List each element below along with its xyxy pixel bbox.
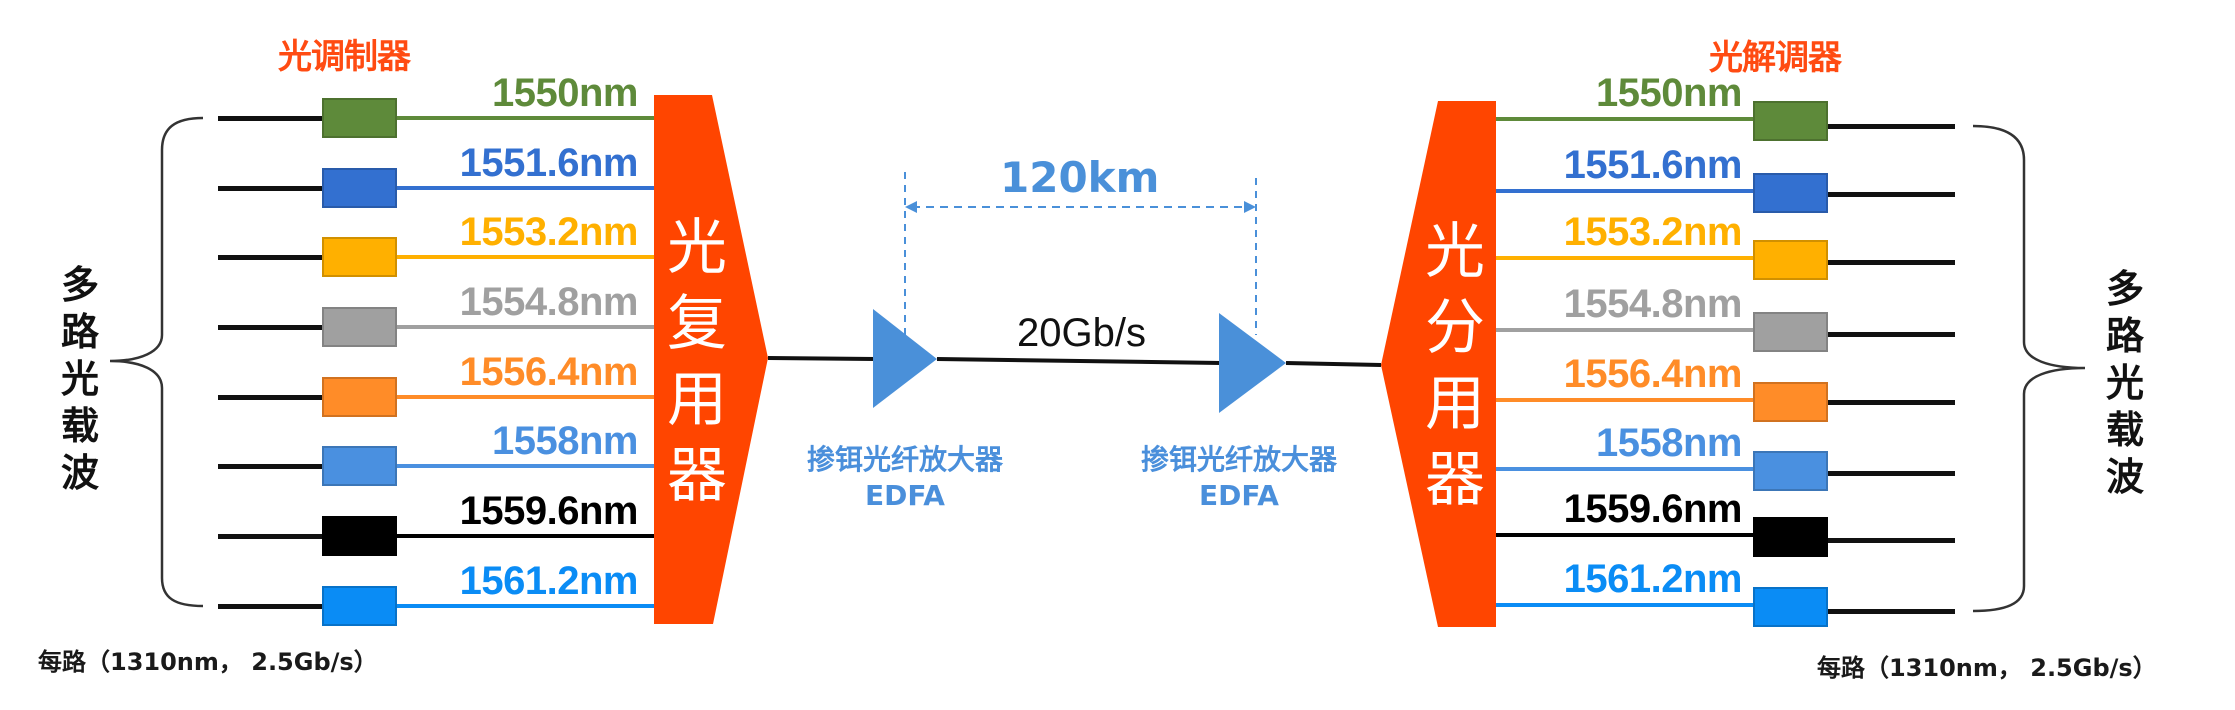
wavelength-label: 1550nm <box>1596 71 1742 115</box>
edfa-2-abbr: EDFA <box>1199 479 1279 512</box>
modulator-label: 光调制器 <box>278 37 411 77</box>
channel-fiber <box>397 534 654 538</box>
edfa-1-abbr: EDFA <box>865 479 945 512</box>
left-carrier-label: 多 路 光 载 波 <box>60 263 99 495</box>
demodulator-label: 光解调器 <box>1709 38 1842 78</box>
channel-fiber <box>397 325 654 329</box>
channel-fiber <box>397 116 654 120</box>
output-fiber <box>1828 471 1955 476</box>
demodulator-box <box>1753 240 1828 280</box>
channel-fiber <box>397 255 654 259</box>
demodulator-box <box>1753 382 1828 422</box>
span-distance-label: 120km <box>1000 153 1160 202</box>
wavelength-label: 1554.8nm <box>459 280 639 324</box>
wavelength-label: 1556.4nm <box>459 350 639 394</box>
edfa-1-triangle-icon <box>873 309 937 408</box>
wavelength-label: 1553.2nm <box>459 210 639 254</box>
wavelength-label: 1559.6nm <box>459 489 639 533</box>
input-fiber <box>218 186 322 191</box>
output-fiber <box>1828 538 1955 543</box>
wavelength-label: 1556.4nm <box>1563 352 1743 396</box>
demodulator-box <box>1753 312 1828 352</box>
channel-fiber <box>397 604 654 608</box>
right-footer-note: 每路（1310nm， 2.5Gb/s） <box>1817 654 2157 682</box>
demodulator-box <box>1753 587 1828 627</box>
output-fiber <box>1828 609 1955 614</box>
channel-fiber <box>1496 189 1753 193</box>
demodulator-box <box>1753 451 1828 491</box>
channel-fiber <box>1496 117 1753 121</box>
modulator-box <box>322 516 397 556</box>
right-brace <box>1972 124 2086 613</box>
output-fiber <box>1828 192 1955 197</box>
dimension-arrow-left-icon <box>905 201 917 213</box>
input-fiber <box>218 534 322 539</box>
multiplexer-label: 光 复 用 器 <box>667 213 727 511</box>
wavelength-label: 1561.2nm <box>1563 557 1743 601</box>
channel-fiber <box>1496 467 1753 471</box>
output-fiber <box>1828 124 1955 129</box>
input-fiber <box>218 604 322 609</box>
wavelength-label: 1558nm <box>1596 421 1742 465</box>
demodulator-box <box>1753 517 1828 557</box>
edfa-1-label: 掺铒光纤放大器 EDFA <box>785 442 1025 514</box>
demodulator-box <box>1753 173 1828 213</box>
wavelength-label: 1561.2nm <box>459 559 639 603</box>
wavelength-label: 1559.6nm <box>1563 487 1743 531</box>
modulator-box <box>322 377 397 417</box>
wavelength-label: 1551.6nm <box>1563 143 1743 187</box>
input-fiber <box>218 325 322 330</box>
input-fiber <box>218 464 322 469</box>
modulator-box <box>322 446 397 486</box>
modulator-box <box>322 98 397 138</box>
channel-fiber <box>1496 256 1753 260</box>
left-brace <box>109 116 204 608</box>
demultiplexer-label: 光 分 用 器 <box>1425 217 1485 515</box>
input-fiber <box>218 255 322 260</box>
channel-fiber <box>1496 603 1753 607</box>
edfa-2-label: 掺铒光纤放大器 EDFA <box>1119 442 1359 514</box>
edfa-2-name: 掺铒光纤放大器 <box>1140 443 1337 476</box>
input-fiber <box>218 116 322 121</box>
channel-fiber <box>397 464 654 468</box>
wavelength-label: 1550nm <box>492 71 638 115</box>
channel-fiber <box>397 186 654 190</box>
channel-fiber <box>1496 328 1753 332</box>
output-fiber <box>1828 332 1955 337</box>
edfa-2-triangle-icon <box>1219 313 1286 413</box>
right-carrier-label: 多 路 光 载 波 <box>2105 267 2144 499</box>
demultiplexer-shape <box>1381 101 1496 627</box>
wavelength-label: 1551.6nm <box>459 141 639 185</box>
modulator-box <box>322 237 397 277</box>
output-fiber <box>1828 400 1955 405</box>
link-rate-label: 20Gb/s <box>1017 311 1146 355</box>
trunk-fiber-3 <box>1285 361 1382 367</box>
modulator-box <box>322 168 397 208</box>
dimension-arrow-right-icon <box>1244 201 1256 213</box>
channel-fiber <box>1496 398 1753 402</box>
wavelength-label: 1554.8nm <box>1563 282 1743 326</box>
modulator-box <box>322 307 397 347</box>
trunk-fiber-1 <box>767 356 876 361</box>
channel-fiber <box>397 395 654 399</box>
input-fiber <box>218 395 322 400</box>
demodulator-box <box>1753 101 1828 141</box>
trunk-fiber-2 <box>936 357 1222 365</box>
wavelength-label: 1553.2nm <box>1563 210 1743 254</box>
left-footer-note: 每路（1310nm， 2.5Gb/s） <box>38 648 378 676</box>
edfa-1-name: 掺铒光纤放大器 <box>806 443 1003 476</box>
output-fiber <box>1828 260 1955 265</box>
modulator-box <box>322 586 397 626</box>
channel-fiber <box>1496 533 1753 537</box>
wavelength-label: 1558nm <box>492 419 638 463</box>
multiplexer-shape <box>654 95 768 624</box>
